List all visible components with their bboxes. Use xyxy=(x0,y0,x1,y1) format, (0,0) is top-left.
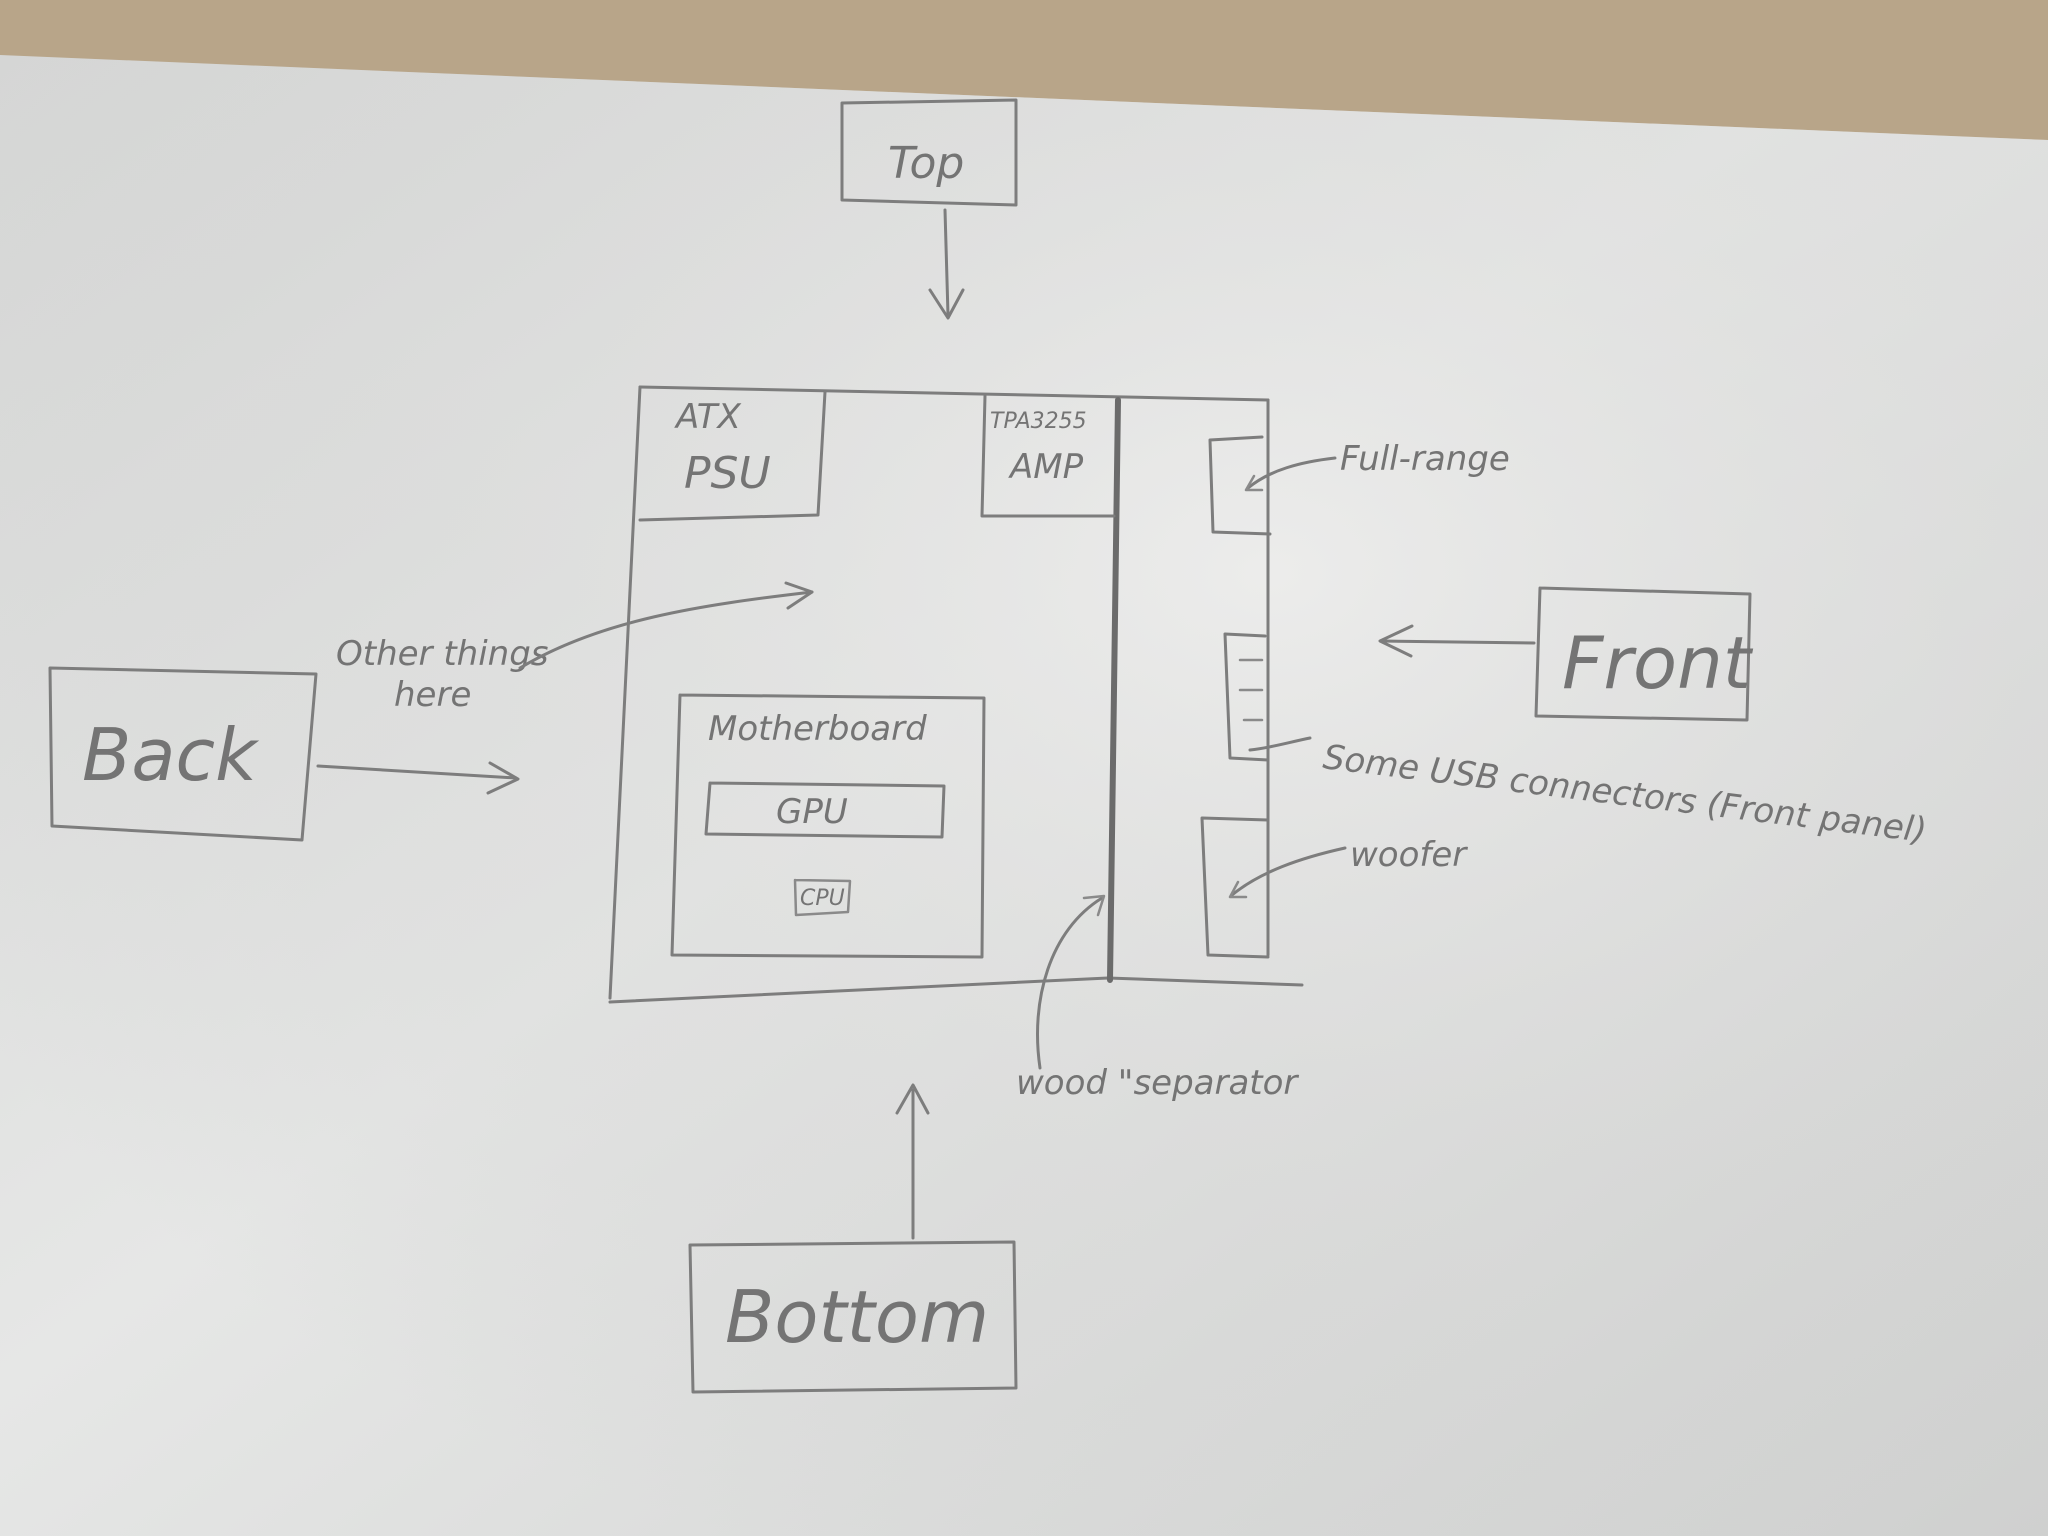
other-things-line1: Other things xyxy=(336,634,549,674)
front-label: Front xyxy=(1562,621,1754,705)
back-label: Back xyxy=(82,713,260,797)
top-arrow xyxy=(928,208,965,320)
top-view-box: Top xyxy=(840,98,1018,207)
wood-separator xyxy=(1107,397,1121,983)
back-arrow xyxy=(316,761,520,795)
woofer-note: woofer xyxy=(1228,835,1468,899)
woofer-speaker xyxy=(1200,816,1270,959)
back-view-box: Back xyxy=(48,666,318,842)
amp-label-line1: TPA3255 xyxy=(990,409,1087,434)
separator-note: wood "separator xyxy=(1016,894,1299,1103)
other-things-note: Other things here xyxy=(336,581,814,715)
woofer-label: woofer xyxy=(1350,835,1468,875)
cpu-label: CPU xyxy=(800,886,845,911)
usb-connectors-panel xyxy=(1223,632,1270,762)
amp-block: TPA3255 AMP xyxy=(980,394,1116,518)
full-range-note: Full-range xyxy=(1244,439,1510,492)
top-label: Top xyxy=(888,138,964,189)
psu-label-line2: PSU xyxy=(684,448,771,499)
gpu-label: GPU xyxy=(776,792,848,832)
front-view-box: Front xyxy=(1534,586,1754,722)
full-range-speaker xyxy=(1208,435,1272,536)
bottom-view-box: Bottom xyxy=(688,1240,1018,1394)
motherboard-label: Motherboard xyxy=(708,709,927,749)
amp-label-line2: AMP xyxy=(1008,447,1084,487)
bottom-arrow xyxy=(895,1083,930,1240)
full-range-label: Full-range xyxy=(1340,439,1510,479)
bottom-label: Bottom xyxy=(725,1275,989,1359)
front-arrow xyxy=(1378,624,1536,658)
atx-psu-block: ATX PSU xyxy=(638,390,827,522)
psu-label-line1: ATX xyxy=(674,397,742,437)
other-things-line2: here xyxy=(394,675,471,715)
separator-label: wood "separator xyxy=(1016,1063,1299,1103)
motherboard-block: Motherboard GPU CPU xyxy=(670,693,986,959)
